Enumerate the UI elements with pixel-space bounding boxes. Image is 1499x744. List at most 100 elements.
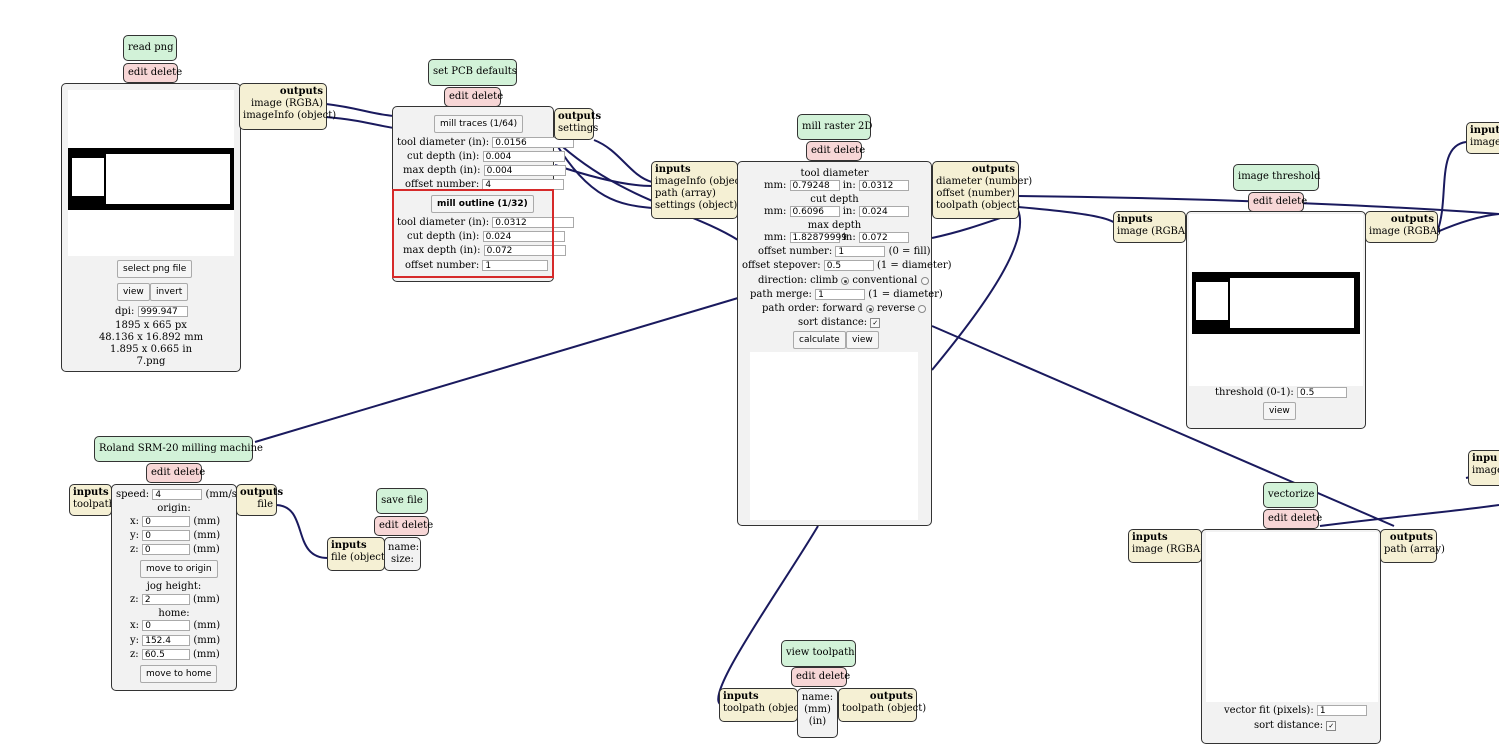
wire [1319, 504, 1499, 527]
delete-link[interactable]: delete [150, 67, 183, 78]
name-label: name: [801, 692, 834, 703]
max-in-input[interactable]: 0.072 [858, 232, 909, 243]
path-merge-input[interactable]: 1 [815, 289, 866, 300]
conventional-radio[interactable] [920, 276, 929, 285]
input-image-port[interactable]: image (RGBA) [1132, 544, 1205, 555]
threshold-outputs: outputs image (RGBA) [1365, 211, 1442, 243]
delete-link[interactable]: delete [818, 671, 851, 682]
threshold-input[interactable]: 0.5 [1297, 387, 1347, 398]
output-toolpath-port[interactable]: toolpath (object) [936, 200, 1021, 211]
view-toolpath-title[interactable]: view toolpath [781, 640, 856, 667]
roland-title[interactable]: Roland SRM-20 milling machine [94, 436, 263, 462]
outline-tool-input[interactable]: 0.0312 [492, 217, 575, 228]
edit-link[interactable]: edit [1268, 513, 1288, 524]
image-threshold-title[interactable]: image threshold [1233, 164, 1321, 191]
home-y-input[interactable]: 152.4 [142, 635, 191, 646]
origin-y-input[interactable]: 0 [142, 530, 191, 541]
vector-fit-label: vector fit (pixels): [1224, 705, 1314, 716]
delete-link[interactable]: delete [833, 145, 866, 156]
output-image-port[interactable]: image (RGBA) [250, 98, 323, 109]
cut-mm-input[interactable]: 0.6096 [789, 206, 840, 217]
origin-x-input[interactable]: 0 [142, 516, 191, 527]
edit-link[interactable]: edit [379, 520, 399, 531]
offset-number-input[interactable]: 1 [835, 246, 886, 257]
traces-tool-input[interactable]: 0.0156 [492, 137, 575, 148]
sort-distance-checkbox[interactable]: ✓ [870, 317, 881, 328]
wire [593, 139, 653, 183]
traces-cut-label: cut depth (in): [407, 151, 480, 162]
vectorize-title[interactable]: vectorize [1263, 482, 1318, 508]
tool-in-input[interactable]: 0.0312 [858, 180, 909, 191]
save-file-title[interactable]: save file [376, 488, 428, 514]
outline-offset-label: offset number: [405, 260, 480, 271]
move-to-origin-button[interactable]: move to origin [140, 560, 218, 578]
outline-max-input[interactable]: 0.072 [483, 245, 566, 256]
move-to-home-button[interactable]: move to home [140, 665, 218, 683]
roland-edit-delete: edit delete [146, 463, 206, 483]
view-button[interactable]: view [1263, 402, 1296, 420]
jog-z-input[interactable]: 2 [141, 594, 190, 605]
input-image-port[interactable]: image (RGBA) [1117, 226, 1190, 237]
edit-link[interactable]: edit [811, 145, 831, 156]
view-button[interactable]: view [846, 331, 879, 349]
input-settings-port[interactable]: settings (object) [655, 200, 738, 211]
reverse-radio[interactable] [918, 304, 927, 313]
edit-link[interactable]: edit [449, 91, 469, 102]
cut-in-input[interactable]: 0.024 [858, 206, 909, 217]
mill-raster-title[interactable]: mill raster 2D [797, 114, 872, 140]
delete-link[interactable]: delete [401, 520, 434, 531]
climb-radio[interactable] [841, 276, 850, 285]
input-toolpath-port[interactable]: toolpath [73, 499, 116, 510]
calculate-button[interactable]: calculate [793, 331, 846, 349]
delete-link[interactable]: delete [1275, 196, 1308, 207]
output-toolpath-port[interactable]: toolpath (object) [842, 703, 927, 714]
input-imageinfo-port[interactable]: imageInfo (object) [655, 176, 749, 187]
outline-tool-label: tool diameter (in): [397, 217, 490, 228]
read-png-title[interactable]: read png [123, 35, 177, 61]
edit-link[interactable]: edit [128, 67, 148, 78]
output-diameter-port[interactable]: diameter (number) [936, 176, 1033, 187]
delete-link[interactable]: delete [471, 91, 504, 102]
forward-radio[interactable] [865, 304, 874, 313]
output-imageinfo-port[interactable]: imageInfo (object) [243, 110, 337, 121]
vectorize-edit-delete: edit delete [1263, 509, 1323, 529]
tool-mm-input[interactable]: 0.79248 [789, 180, 840, 191]
select-png-button[interactable]: select png file [117, 260, 193, 278]
view-button[interactable]: view [117, 283, 150, 301]
outline-offset-input[interactable]: 1 [482, 260, 549, 271]
edit-link[interactable]: edit [796, 671, 816, 682]
input-path-port[interactable]: path (array) [655, 188, 716, 199]
stepover-input[interactable]: 0.5 [823, 260, 874, 271]
mill-outline-button[interactable]: mill outline (1/32) [431, 195, 534, 213]
output-file-port[interactable]: file [257, 499, 273, 510]
pcb-defaults-title[interactable]: set PCB defaults [428, 59, 517, 86]
output-path-port[interactable]: path (array) [1384, 544, 1445, 555]
wire [931, 209, 1022, 371]
save-inputs: inputs file (object) [327, 537, 389, 571]
edit-link[interactable]: edit [1253, 196, 1273, 207]
delete-link[interactable]: delete [1290, 513, 1323, 524]
outline-cut-input[interactable]: 0.024 [482, 231, 565, 242]
raster-edit-delete: edit delete [806, 141, 866, 161]
home-z-input[interactable]: 60.5 [141, 649, 190, 660]
vector-fit-input[interactable]: 1 [1316, 705, 1367, 716]
max-mm-input[interactable]: 1.82879999 [789, 232, 847, 243]
traces-cut-input[interactable]: 0.004 [482, 151, 565, 162]
input-file-port[interactable]: file (object) [331, 552, 389, 563]
output-settings-port[interactable]: settings [558, 123, 599, 134]
dpi-input[interactable]: 999.947 [137, 306, 188, 317]
edit-link[interactable]: edit [151, 467, 171, 478]
output-image-port[interactable]: image (RGBA) [1369, 226, 1442, 237]
wire [325, 116, 395, 129]
invert-button[interactable]: invert [150, 283, 189, 301]
mm-label: (mm) [804, 704, 831, 715]
origin-z-input[interactable]: 0 [141, 544, 190, 555]
input-toolpath-port[interactable]: toolpath (object) [723, 703, 808, 714]
delete-link[interactable]: delete [173, 467, 206, 478]
mill-traces-button[interactable]: mill traces (1/64) [434, 115, 524, 133]
output-offset-port[interactable]: offset (number) [936, 188, 1015, 199]
speed-input[interactable]: 4 [152, 489, 203, 500]
traces-max-input[interactable]: 0.004 [483, 165, 566, 176]
sort-distance-checkbox[interactable]: ✓ [1326, 720, 1337, 731]
home-x-input[interactable]: 0 [142, 620, 191, 631]
